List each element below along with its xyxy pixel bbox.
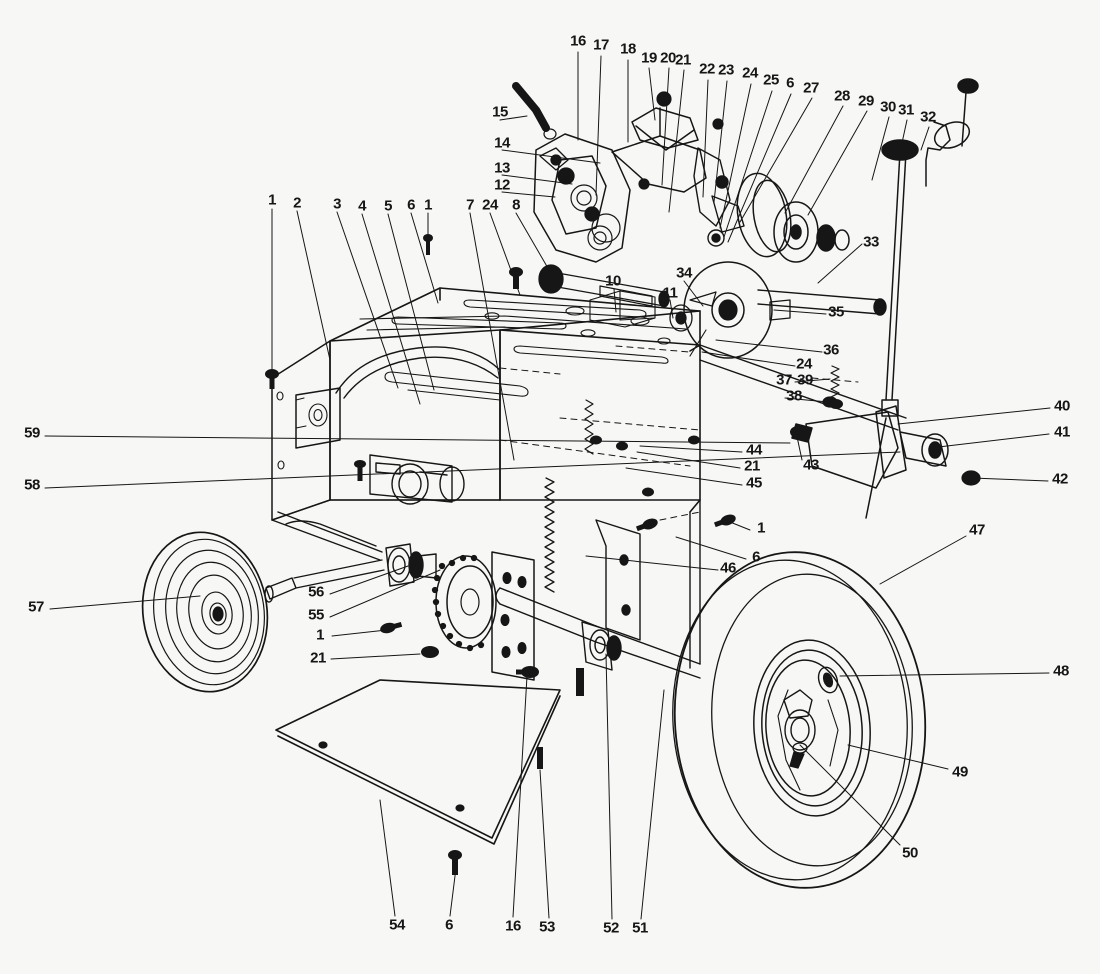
callout-6: 6	[786, 74, 794, 92]
callout-51: 51	[632, 919, 648, 937]
callout-21: 21	[310, 649, 326, 667]
callout-43: 43	[803, 456, 819, 474]
callout-6: 6	[445, 916, 453, 934]
callout-21: 21	[744, 457, 760, 475]
callout-19: 19	[641, 49, 657, 67]
callout-8: 8	[512, 196, 520, 214]
callout-56: 56	[308, 583, 324, 601]
axle-shaft-33	[757, 289, 887, 316]
callout-40: 40	[1054, 397, 1070, 415]
callout-11: 11	[662, 284, 678, 302]
callout-58: 58	[24, 476, 40, 494]
callout-6: 6	[407, 196, 415, 214]
wheel-bolt-50	[789, 742, 808, 769]
callout-24: 24	[742, 64, 758, 82]
control-rod-31	[881, 139, 919, 417]
callout-3: 3	[333, 195, 341, 213]
friction-disc-34	[683, 261, 773, 359]
callout-24: 24	[482, 196, 498, 214]
sprocket-gear	[431, 554, 497, 652]
callout-1: 1	[424, 196, 432, 214]
callout-59: 59	[24, 424, 40, 442]
callout-39: 39	[797, 371, 813, 389]
callout-55: 55	[308, 606, 324, 624]
callout-47: 47	[969, 521, 985, 539]
callout-23: 23	[718, 61, 734, 79]
callout-42: 42	[1052, 470, 1068, 488]
callout-32: 32	[920, 108, 936, 126]
callout-48: 48	[1053, 662, 1069, 680]
callout-25: 25	[763, 71, 779, 89]
callout-35: 35	[828, 303, 844, 321]
callout-41: 41	[1054, 423, 1070, 441]
callout-16: 16	[570, 32, 586, 50]
callout-46: 46	[720, 559, 736, 577]
callout-49: 49	[952, 763, 968, 781]
bottom-shield-plate	[275, 679, 561, 845]
callout-24: 24	[796, 355, 812, 373]
callout-50: 50	[902, 844, 918, 862]
callout-1: 1	[268, 191, 276, 209]
callout-13: 13	[494, 159, 510, 177]
callout-44: 44	[746, 441, 762, 459]
callout-57: 57	[28, 598, 44, 616]
fasteners	[265, 234, 843, 875]
callout-7: 7	[466, 196, 474, 214]
callout-16: 16	[505, 917, 521, 935]
left-side-plate	[271, 340, 341, 521]
callout-33: 33	[863, 233, 879, 251]
rear-tire-47	[672, 551, 927, 889]
lower-axle	[495, 587, 701, 679]
callout-31: 31	[898, 101, 914, 119]
callout-45: 45	[746, 474, 762, 492]
callout-54: 54	[389, 916, 405, 934]
callout-37: 37	[776, 371, 792, 389]
callout-10: 10	[605, 272, 621, 290]
wheel-hub	[783, 689, 816, 751]
callout-27: 27	[803, 79, 819, 97]
callout-52: 52	[603, 919, 619, 937]
callout-4: 4	[358, 197, 366, 215]
callout-53: 53	[539, 918, 555, 936]
gearbox-plate	[491, 551, 535, 681]
callout-22: 22	[699, 60, 715, 78]
tension-spring	[544, 477, 555, 593]
lever-linkage	[611, 107, 707, 193]
callout-15: 15	[492, 103, 508, 121]
valve-stem-48	[817, 666, 839, 694]
callout-29: 29	[858, 92, 874, 110]
drive-pulley-57	[141, 531, 297, 693]
bearing-flange	[385, 543, 437, 587]
callout-28: 28	[834, 87, 850, 105]
callout-21: 21	[675, 51, 691, 69]
callout-1: 1	[316, 626, 324, 644]
hidden-lines	[499, 345, 859, 521]
callout-30: 30	[880, 98, 896, 116]
wheel-rim-49	[753, 639, 871, 817]
callout-14: 14	[494, 134, 510, 152]
key-35	[769, 299, 791, 321]
callout-34: 34	[676, 264, 692, 282]
axle-housing	[369, 454, 465, 505]
callout-18: 18	[620, 40, 636, 58]
callout-36: 36	[823, 341, 839, 359]
handle-grip-32	[925, 78, 979, 187]
callout-5: 5	[384, 197, 392, 215]
callout-12: 12	[494, 176, 510, 194]
callout-1: 1	[757, 519, 765, 537]
callout-20: 20	[660, 49, 676, 67]
callout-6: 6	[752, 548, 760, 566]
callout-17: 17	[593, 36, 609, 54]
callout-2: 2	[293, 194, 301, 212]
coil-spring-15	[512, 82, 557, 140]
callout-38: 38	[786, 387, 802, 405]
transmission-mechanism	[533, 133, 631, 263]
drive-disc-assembly	[736, 172, 850, 263]
